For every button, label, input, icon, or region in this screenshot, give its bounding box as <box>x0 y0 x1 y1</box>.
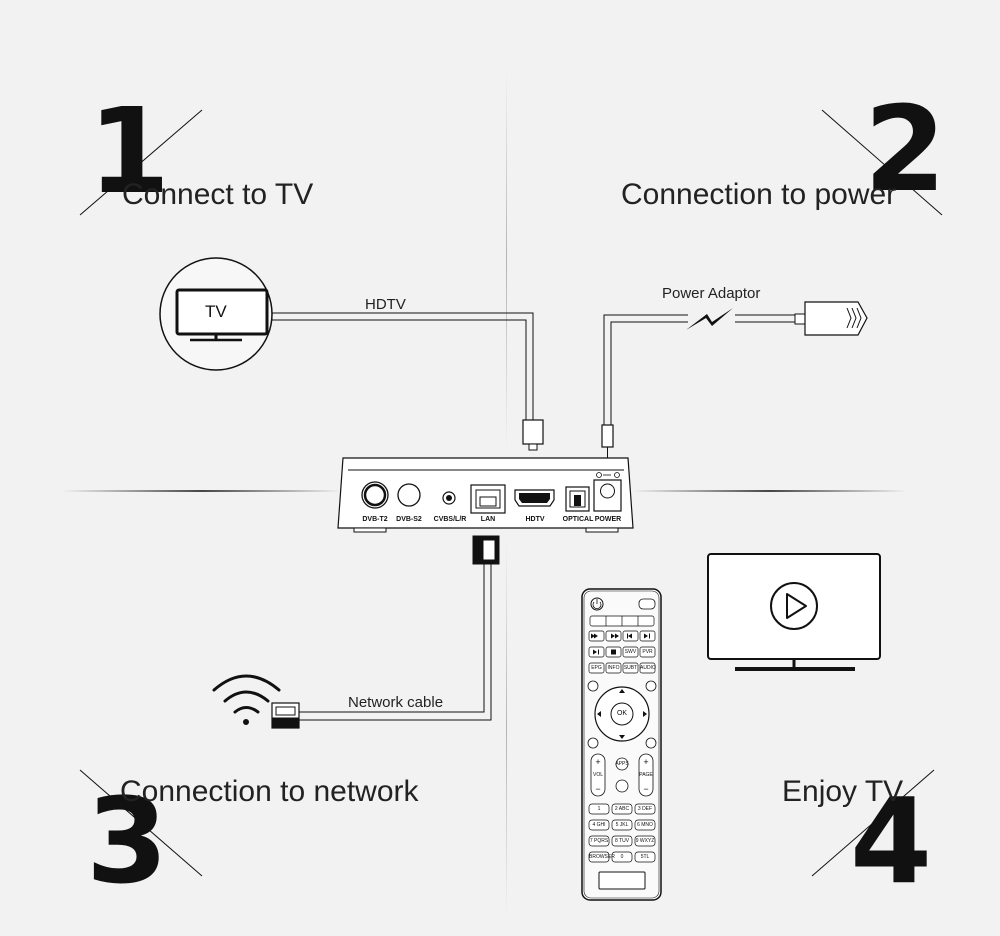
step-4-number: 4 <box>850 772 933 910</box>
remote-page-label: PAGE <box>639 772 653 778</box>
remote-epg-key: EPG <box>591 665 602 671</box>
port-label-optical: OPTICAL <box>562 516 594 523</box>
remote-subt-key: SUBT <box>623 665 638 671</box>
remote-control: + − + − <box>581 588 662 901</box>
tv-screen-label: TV <box>205 302 227 321</box>
divider-horizontal-left <box>62 490 342 492</box>
divider-horizontal-right <box>632 490 907 492</box>
remote-digit-1: 1 <box>597 806 601 812</box>
hdtv-cable <box>272 312 544 451</box>
remote-digit-0: 0 <box>620 854 624 860</box>
remote-browser-key: BROWSER <box>589 854 615 860</box>
svg-text:+: + <box>595 757 600 767</box>
port-label-lan: LAN <box>480 516 496 523</box>
remote-5tl-key: 5TL <box>640 854 650 860</box>
step-4-title: Enjoy TV <box>782 775 904 808</box>
tv-circle-icon <box>159 257 273 371</box>
step-1-title: Connect to TV <box>122 178 314 211</box>
dvb-s2-port-icon <box>397 483 421 507</box>
step-4-slash <box>811 769 935 877</box>
divider-vertical-bottom <box>506 540 507 920</box>
svg-text:+: + <box>643 757 648 767</box>
remote-swv-key: SWV <box>624 649 637 655</box>
port-label-dvb-s2: DVB-S2 <box>396 516 422 523</box>
network-cable-label: Network cable <box>348 694 444 711</box>
remote-digit-7: 7 PQRS <box>589 838 609 844</box>
remote-digit-4: 4 GHI <box>592 822 606 828</box>
remote-digit-6: 6 MNO <box>637 822 653 828</box>
remote-digit-2: 2 ABC <box>614 806 630 812</box>
remote-vol-label: VOL <box>592 772 603 778</box>
step-3-title: Connection to network <box>120 775 419 808</box>
remote-ok-label: OK <box>616 710 628 717</box>
remote-audio-key: AUDIO <box>640 665 656 671</box>
port-label-dvb-t2: DVB-T2 <box>362 516 388 523</box>
remote-digit-5: 5 JKL <box>615 822 629 828</box>
svg-text:−: − <box>595 784 600 794</box>
wifi-icon <box>212 674 281 725</box>
step-3-slash <box>79 769 203 877</box>
remote-info-key: INFO <box>607 665 620 671</box>
step-2-number: 2 <box>864 80 947 218</box>
remote-digit-9: 9 WXYZ <box>635 838 655 844</box>
remote-pvr-key: PVR <box>642 649 653 655</box>
remote-digit-8: 8 TUV <box>614 838 630 844</box>
power-adaptor-label: Power Adaptor <box>662 285 761 302</box>
step-3-number: 3 <box>86 772 169 910</box>
port-label-cvbs: CVBS/L/R <box>433 516 467 523</box>
remote-digit-3: 3 DEF <box>637 806 653 812</box>
remote-apps-label: APPS <box>615 761 629 767</box>
step-1-slash <box>79 109 203 216</box>
step-2-title: Connection to power <box>621 178 897 211</box>
port-label-hdtv: HDTV <box>525 516 545 523</box>
power-cable <box>601 301 868 458</box>
svg-text:−: − <box>643 784 648 794</box>
divider-vertical-top <box>506 70 507 450</box>
hdtv-cable-label: HDTV <box>365 296 406 313</box>
port-label-power: POWER <box>594 516 622 523</box>
set-top-box <box>337 457 634 533</box>
step-2-slash <box>821 109 943 216</box>
network-cable <box>271 535 500 729</box>
step-1-number: 1 <box>88 82 171 220</box>
tv-play-icon <box>707 553 881 671</box>
